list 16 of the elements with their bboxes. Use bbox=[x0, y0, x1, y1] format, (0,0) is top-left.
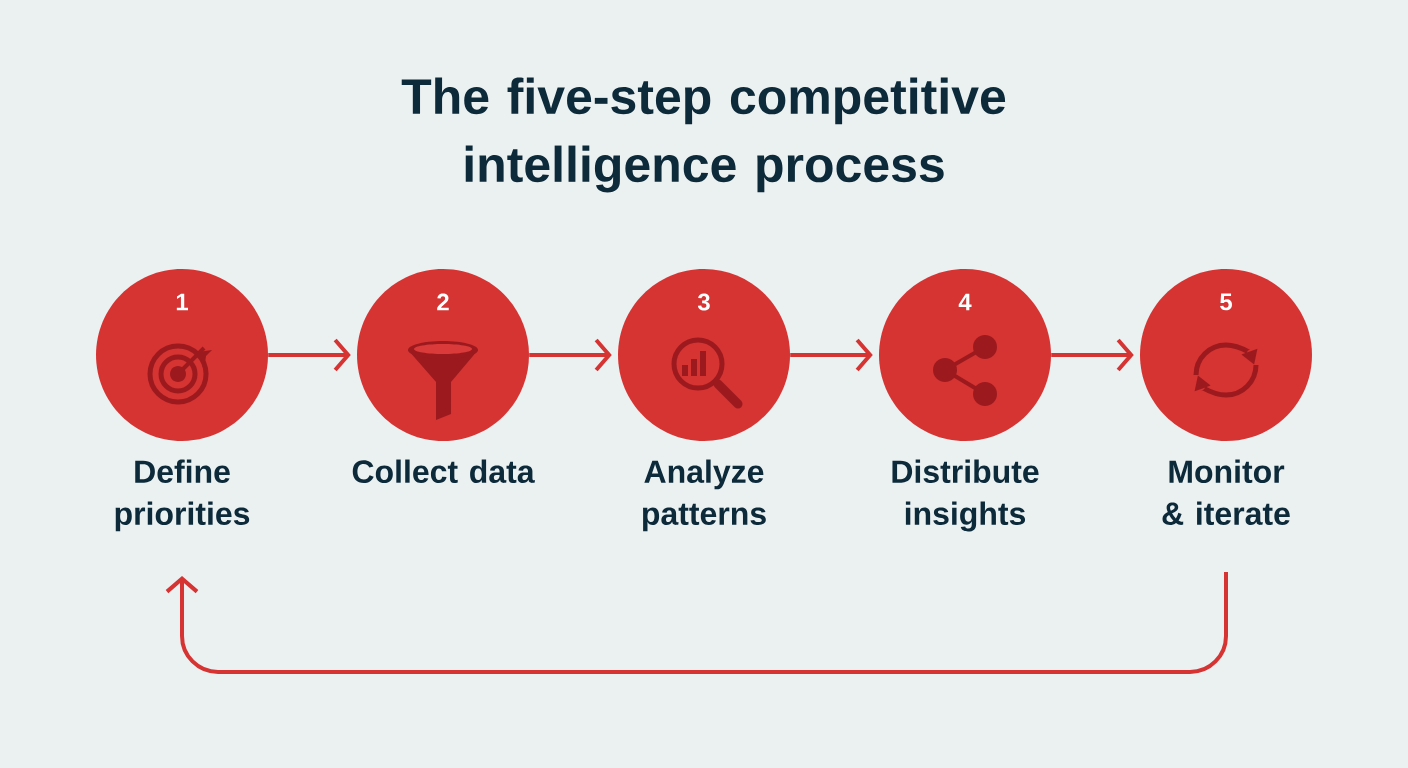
step-number: 1 bbox=[176, 293, 188, 311]
step-label: Distribute insights bbox=[892, 459, 1039, 532]
arrow bbox=[529, 338, 612, 372]
step-number: 4 bbox=[958, 293, 972, 311]
arrow bbox=[1051, 338, 1134, 372]
step-label: Define priorities bbox=[115, 459, 250, 532]
arrow bbox=[268, 338, 351, 372]
step-number: 3 bbox=[697, 293, 710, 311]
step-number: 2 bbox=[437, 293, 449, 311]
step-label: Monitor & iterate bbox=[1162, 459, 1290, 525]
title: The five-step competitive intelligence process bbox=[401, 77, 1006, 193]
step-label: Analyze patterns bbox=[643, 459, 766, 532]
step-label: Collect data bbox=[352, 459, 535, 483]
arrow bbox=[165, 572, 1228, 674]
arrow bbox=[790, 338, 873, 372]
step-number: 5 bbox=[1220, 293, 1232, 311]
